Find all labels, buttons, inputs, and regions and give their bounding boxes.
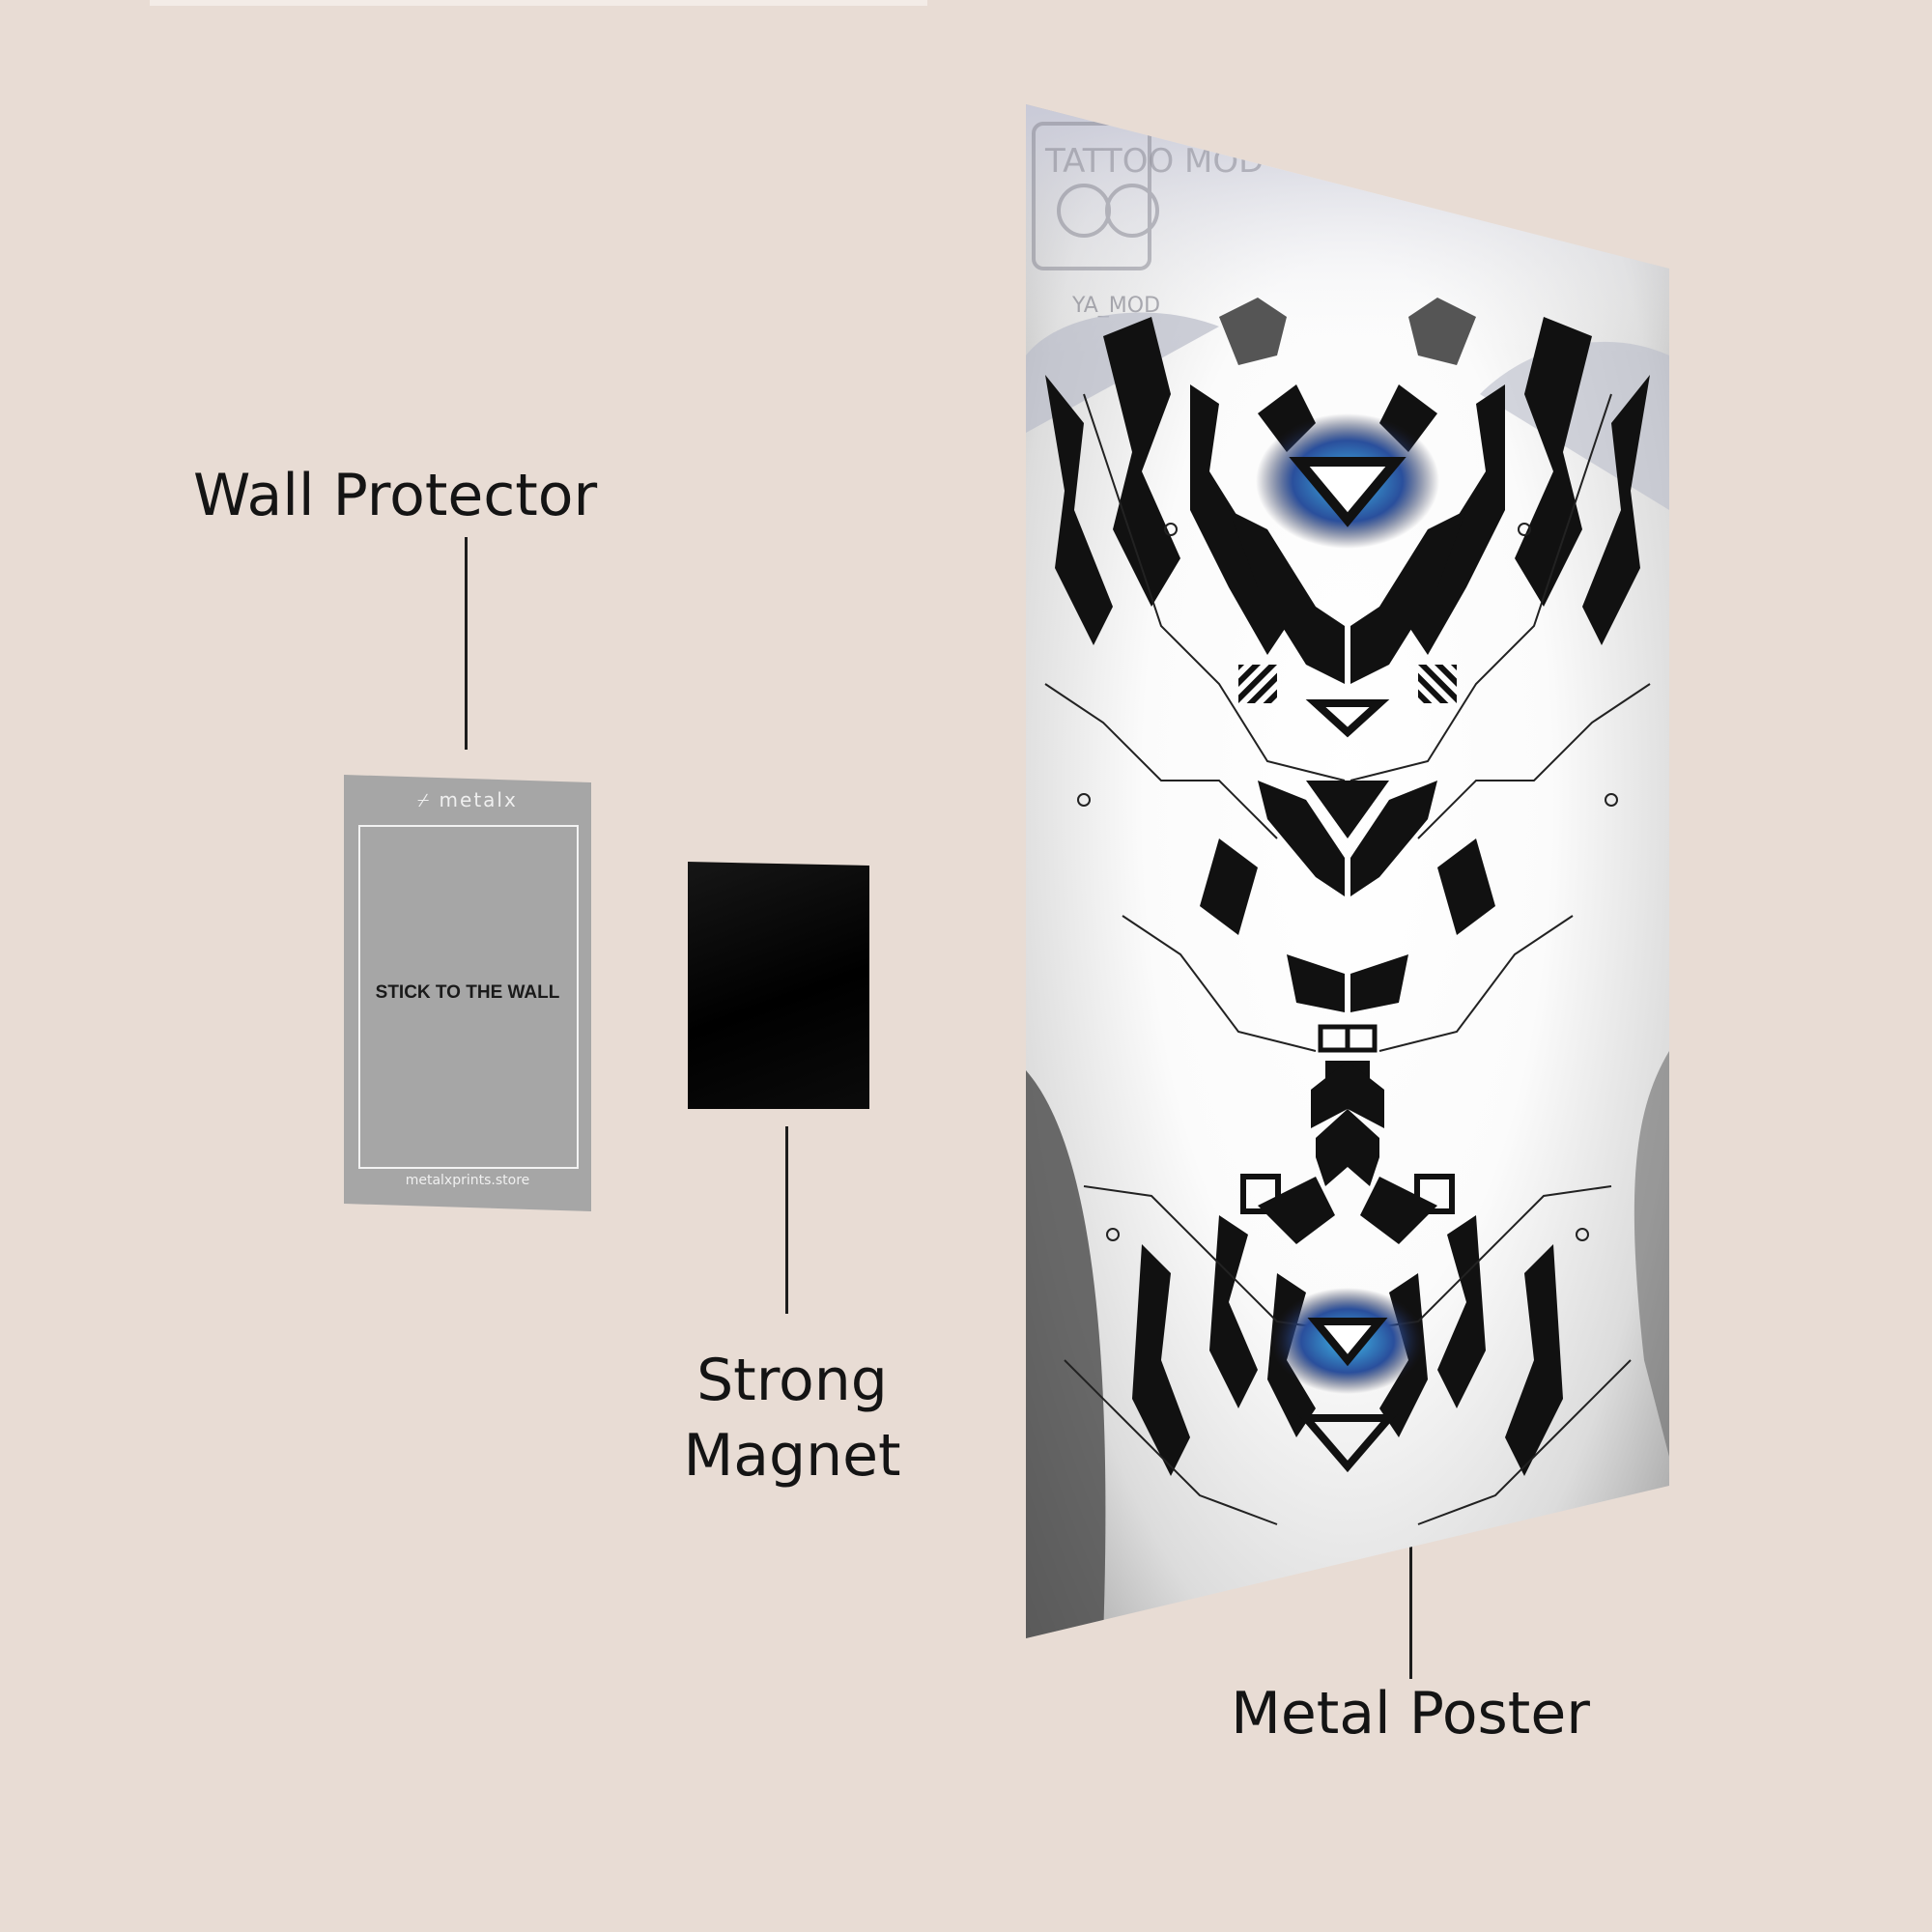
metal-poster-leader-line xyxy=(1409,1536,1412,1679)
lower-chevron xyxy=(1297,1414,1398,1473)
wall-protector-label: Wall Protector xyxy=(193,462,598,529)
tech-pattern xyxy=(1044,298,1650,1524)
chest-chevron xyxy=(1306,781,1389,838)
metal-poster: TATTOO MOD YA_MOD xyxy=(1026,104,1669,1638)
metal-poster-label: Metal Poster xyxy=(1231,1680,1590,1747)
metalx-logo-icon: ⌿ xyxy=(417,788,440,811)
strong-magnet-label-line2: Magnet xyxy=(683,1422,901,1490)
stick-to-wall-text: STICK TO THE WALL xyxy=(375,982,560,1003)
top-edge-bar xyxy=(150,0,927,6)
center-arrow xyxy=(1311,1061,1384,1128)
protector-url: metalxprints.store xyxy=(405,1173,530,1188)
strong-magnet-label-line1: Strong xyxy=(696,1347,888,1414)
poster-watermark xyxy=(1032,122,1159,270)
right-body-shadow xyxy=(1634,1051,1669,1457)
protector-inner-frame xyxy=(358,825,579,1169)
strong-magnet-label: Strong Magnet xyxy=(609,1343,976,1493)
metalx-logo: ⌿ metalx xyxy=(344,788,591,811)
lower-triangle xyxy=(1307,1318,1388,1367)
strong-magnet xyxy=(688,862,869,1109)
poster-artwork: TATTOO MOD YA_MOD xyxy=(1026,104,1669,1638)
upper-triangle xyxy=(1289,457,1406,527)
left-body-shadow xyxy=(1026,1070,1106,1638)
strong-magnet-leader-line xyxy=(785,1126,788,1314)
wall-protector-leader-line xyxy=(465,537,468,750)
metalx-brand-text: metalx xyxy=(439,788,518,811)
wall-protector-card: ⌿ metalx STICK TO THE WALL metalxprints.… xyxy=(344,775,591,1211)
watermark-text: TATTOO MOD xyxy=(1044,142,1264,181)
chest-triangle xyxy=(1305,699,1390,738)
